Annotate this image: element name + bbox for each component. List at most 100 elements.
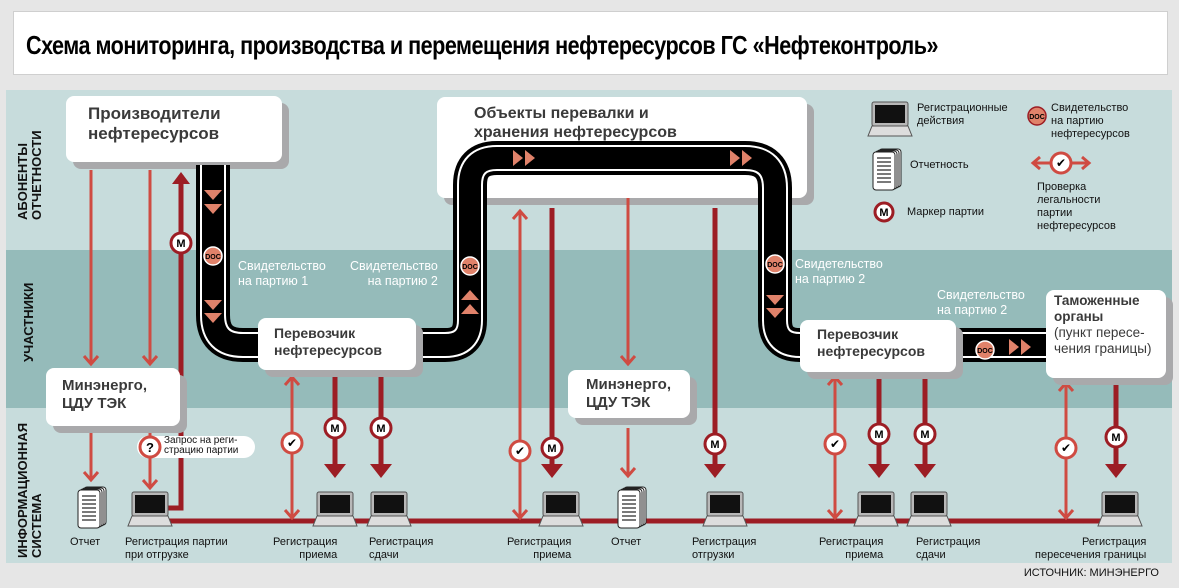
doc-icon: DOC: [203, 246, 223, 266]
legend-doc-icon: DOC: [1027, 106, 1047, 126]
marker-legend-icon: M: [873, 201, 895, 223]
check-badges: ✔ ✔ ✔ ✔: [280, 431, 1078, 463]
marker-icon: M: [703, 432, 727, 456]
doc-icon: DOC: [765, 254, 785, 274]
svg-text:DOC: DOC: [205, 254, 221, 261]
arrow-down: [204, 313, 222, 323]
request-label: Запрос на реги-страцию партии: [164, 435, 239, 456]
marker-icon: M: [369, 416, 393, 440]
laptop-icon: [538, 491, 584, 527]
request-bubble: [137, 436, 255, 458]
carrier-right-box: [800, 320, 956, 372]
check-icon: ✔: [823, 432, 847, 456]
bottom-label: Отчет: [70, 536, 101, 548]
arrow-right: [525, 150, 535, 166]
arrow-right: [730, 150, 740, 166]
svg-text:✔: ✔: [1056, 156, 1066, 170]
svg-text:M: M: [330, 423, 339, 435]
marker-icon: M: [867, 422, 891, 446]
report-arrows: [89, 170, 630, 486]
arrow-up: [461, 304, 479, 314]
customs-box: [1046, 290, 1166, 378]
doc-badges: DOC DOC DOC DOC: [203, 246, 995, 360]
marker-icon: M: [1104, 425, 1128, 449]
laptop-icon: [853, 491, 899, 527]
svg-text:M: M: [710, 439, 719, 451]
svg-text:DOC: DOC: [977, 348, 993, 355]
minenergo-center-box: [568, 370, 690, 418]
page-title: Схема мониторинга, производства и переме…: [26, 30, 939, 60]
arrow-down: [204, 190, 222, 200]
minenergo-left-box: [46, 368, 180, 426]
laptop-icon: [702, 491, 748, 527]
arrow-down: [766, 308, 784, 318]
legend-reporting-label: Отчетность: [910, 159, 969, 171]
arrow-down: [204, 300, 222, 310]
arrow-right: [1021, 339, 1031, 355]
title-bar: Схема мониторинга, производства и переме…: [13, 11, 1168, 75]
producers-box: [66, 96, 282, 162]
arrow-up: [172, 172, 190, 184]
arrow-right: [1009, 339, 1019, 355]
svg-text:M: M: [176, 238, 185, 250]
svg-text:DOC: DOC: [1029, 114, 1045, 121]
svg-text:M: M: [1111, 432, 1120, 444]
bottom-label: Отчет: [611, 536, 642, 548]
arrowheads-light: [82, 355, 637, 491]
arrow-up: [461, 290, 479, 300]
carrier-left-box: [258, 318, 416, 370]
svg-text:M: M: [879, 207, 888, 219]
svg-text:✔: ✔: [515, 444, 525, 458]
laptop-icon: [867, 101, 913, 137]
svg-text:DOC: DOC: [767, 262, 783, 269]
document-stack-icon: [617, 486, 647, 529]
document-stack-icon: [872, 148, 902, 191]
legend-marker-label: Маркер партии: [907, 206, 985, 218]
transport-track: [196, 141, 1060, 362]
laptop-icon: [906, 491, 952, 527]
marker-icon: M: [323, 416, 347, 440]
check-icon: ✔: [280, 431, 304, 455]
legend-legality-icon: ✔: [1030, 151, 1092, 175]
svg-text:M: M: [547, 443, 556, 455]
svg-text:M: M: [376, 423, 385, 435]
laptops: [127, 101, 1143, 527]
laptop-icon: [127, 491, 173, 527]
document-stack-icon: [77, 486, 107, 529]
shipment-link-line: [160, 175, 184, 511]
laptop-icon: [312, 491, 358, 527]
check-icon: ✔: [508, 439, 532, 463]
arrow-right: [513, 150, 523, 166]
minenergo-center-label: Минэнерго,ЦДУ ТЭК: [586, 376, 672, 411]
marker-icon: M: [540, 436, 564, 460]
arrow-right: [742, 150, 752, 166]
marker-badges: M M M M M M M M M: [169, 201, 1128, 460]
doc-icon: DOC: [975, 340, 995, 360]
svg-text:DOC: DOC: [462, 264, 478, 271]
direction-arrows: [204, 150, 1031, 355]
marker-arrowheads: [324, 464, 1127, 478]
svg-text:✔: ✔: [830, 437, 840, 451]
minenergo-left-label: Минэнерго,ЦДУ ТЭК: [62, 377, 148, 412]
svg-text:✔: ✔: [1061, 441, 1071, 455]
